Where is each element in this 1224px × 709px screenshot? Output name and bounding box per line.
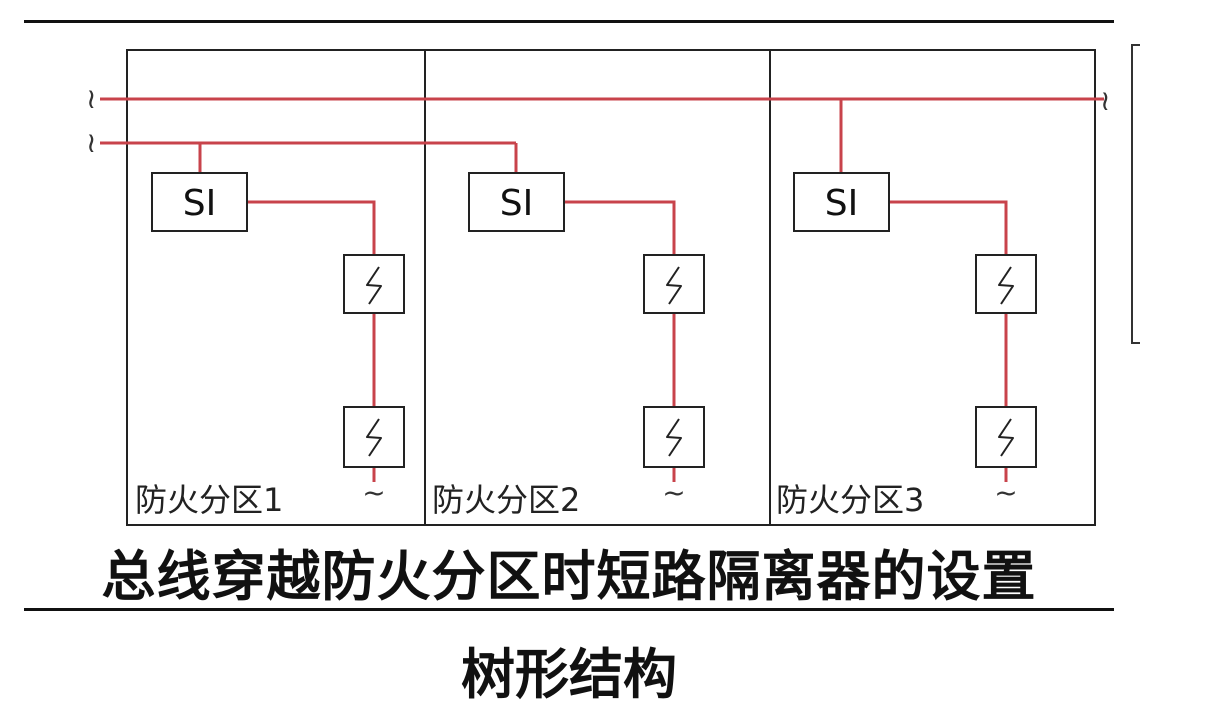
detector-icon [366, 266, 382, 305]
zone-label: 防火分区3 [776, 481, 924, 519]
diagram-subtitle: 树形结构 [461, 643, 677, 706]
bus-break-symbol: ≀ [1100, 84, 1111, 117]
short-circuit-isolator [151, 172, 248, 232]
isolator-label: SI [183, 183, 216, 224]
side-bracket [1131, 44, 1140, 344]
isolator-label: SI [500, 183, 533, 224]
detector-icon [998, 266, 1014, 305]
detector-icon [666, 418, 682, 457]
top-rule [24, 20, 1114, 23]
continue-symbol: ~ [994, 476, 1017, 509]
zone-label: 防火分区1 [135, 481, 283, 519]
zone-1-branch: SI ~ 防火分区1 [135, 172, 405, 519]
detector-icon [975, 254, 1037, 314]
short-circuit-isolator [468, 172, 565, 232]
bus-break-symbol: ≀ [86, 126, 97, 159]
bus-break-symbol: ≀ [86, 82, 97, 115]
detector-icon [666, 266, 682, 305]
continue-symbol: ~ [662, 476, 685, 509]
zone-2-branch: SI ~ 防火分区2 [432, 172, 705, 519]
branch-line [247, 200, 376, 255]
zone-frame [126, 49, 1096, 526]
isolator-label: SI [825, 183, 858, 224]
continue-symbol: ~ [362, 476, 385, 509]
bus-diagram: ≀ ≀ ≀ SI ~ 防火分区1 SI ~ 防火分区2 SI [86, 44, 1140, 526]
zone-3-branch: SI ~ 防火分区3 [776, 172, 1037, 519]
detector-icon [366, 418, 382, 457]
short-circuit-isolator [793, 172, 890, 232]
detector-icon [643, 254, 705, 314]
diagram-title: 总线穿越防火分区时短路隔离器的设置 [101, 545, 1037, 608]
detector-icon [998, 418, 1014, 457]
zone-label: 防火分区2 [432, 481, 580, 519]
branch-line [889, 200, 1008, 255]
title-underline [24, 608, 1114, 611]
branch-line [564, 200, 676, 255]
detector-icon [343, 254, 405, 314]
